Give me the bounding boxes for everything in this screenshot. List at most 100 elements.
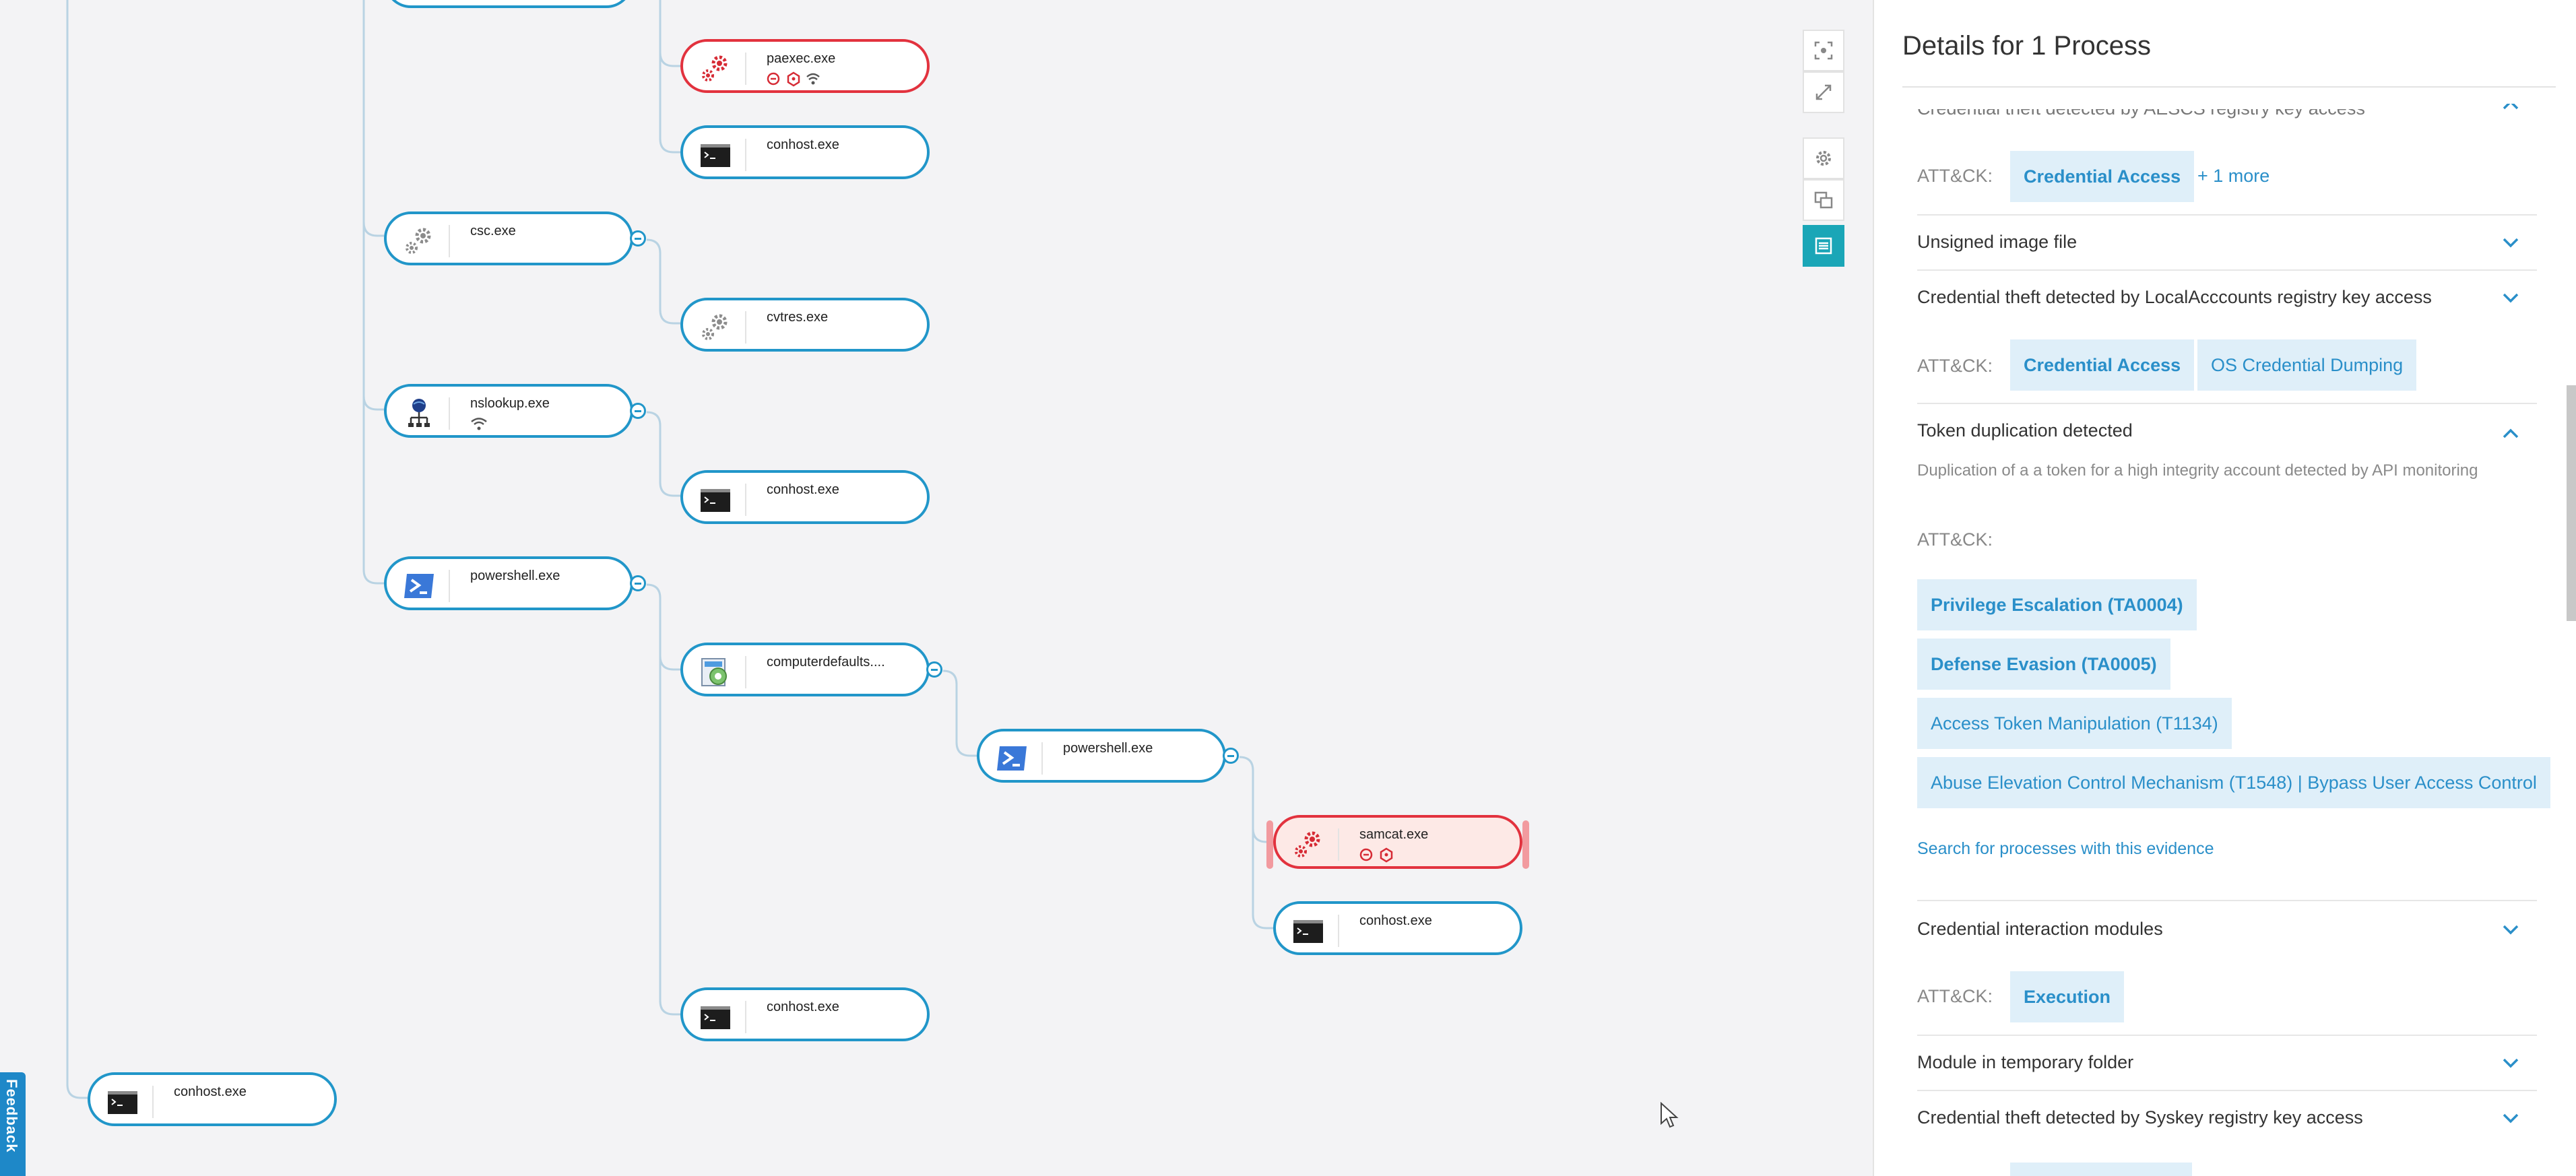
- process-name: powershell.exe: [1063, 741, 1153, 756]
- network-globe-icon: [408, 399, 430, 427]
- console-icon: [701, 1006, 730, 1029]
- node-separator: [1041, 742, 1043, 775]
- evidence-heading-cut[interactable]: Credential theft detected by AESCS regis…: [1917, 98, 2365, 119]
- process-node-conhost[interactable]: conhost.exe: [88, 1072, 337, 1126]
- chevron-down-icon[interactable]: [2501, 236, 2521, 249]
- attck-tag-partial: [2010, 1163, 2192, 1176]
- evidence-row-syskey[interactable]: Credential theft detected by Syskey regi…: [1917, 1107, 2363, 1128]
- process-tree-canvas[interactable]: paexec.exe conhost.exe csc.exe: [0, 0, 1873, 1176]
- node-separator: [152, 1086, 154, 1118]
- process-node-conhost[interactable]: conhost.exe: [680, 470, 930, 524]
- collapse-toggle-powershell[interactable]: [630, 575, 646, 591]
- details-panel-button[interactable]: [1803, 225, 1844, 267]
- process-node-conhost[interactable]: conhost.exe: [680, 125, 930, 179]
- collapse-toggle-computerdefaults[interactable]: [926, 661, 942, 678]
- process-name: paexec.exe: [767, 51, 836, 66]
- process-name: conhost.exe: [767, 137, 839, 152]
- focus-button[interactable]: [1803, 30, 1844, 71]
- divider: [1917, 1090, 2537, 1091]
- process-name: computerdefaults....: [767, 655, 885, 669]
- settings-button[interactable]: [1803, 137, 1844, 179]
- chevron-down-icon[interactable]: [2501, 1111, 2521, 1125]
- evidence-row-localaccounts[interactable]: Credential theft detected by LocalAcccou…: [1917, 287, 2432, 307]
- settings-icon: [1816, 151, 1831, 166]
- attck-tag[interactable]: Execution: [2010, 971, 2125, 1022]
- attck-tag[interactable]: Defense Evasion (TA0005): [1917, 639, 2170, 690]
- node-separator: [449, 397, 450, 430]
- node-separator: [1338, 828, 1339, 861]
- process-node-samcat[interactable]: samcat.exe: [1266, 815, 1529, 869]
- console-icon: [108, 1091, 137, 1114]
- layers-button[interactable]: [1803, 179, 1844, 221]
- process-node-computerdefaults[interactable]: computerdefaults....: [680, 643, 930, 696]
- collapse-toggle-csc[interactable]: [630, 230, 646, 247]
- chevron-up-icon[interactable]: [2501, 427, 2521, 440]
- gear-red-icon: [1295, 831, 1320, 857]
- attck-tag[interactable]: Credential Access: [2010, 339, 2195, 391]
- attck-label: ATT&CK:: [1917, 356, 1993, 376]
- process-name: samcat.exe: [1359, 827, 1429, 842]
- evidence-row-unsigned[interactable]: Unsigned image file: [1917, 232, 2078, 252]
- process-tree-links: [66, 0, 1273, 1099]
- chevron-down-icon[interactable]: [2501, 1056, 2521, 1070]
- panel-scrollbar[interactable]: [2567, 385, 2576, 621]
- attck-label: ATT&CK:: [1917, 986, 1993, 1006]
- node-separator: [745, 656, 746, 688]
- process-node-conhost[interactable]: conhost.exe: [680, 987, 930, 1041]
- evidence-row-tempfolder[interactable]: Module in temporary folder: [1917, 1052, 2134, 1072]
- chevron-up-icon[interactable]: [2501, 98, 2521, 112]
- divider: [1917, 403, 2537, 404]
- attck-tag[interactable]: OS Credential Dumping: [2197, 339, 2417, 391]
- attck-tag[interactable]: Privilege Escalation (TA0004): [1917, 579, 2197, 630]
- process-name: conhost.exe: [767, 1000, 839, 1014]
- process-name: conhost.exe: [767, 482, 839, 497]
- attck-tag[interactable]: Credential Access: [2010, 151, 2195, 202]
- selection-glow: [1522, 820, 1529, 869]
- evidence-row-modules[interactable]: Credential interaction modules: [1917, 919, 2163, 939]
- process-node-csc[interactable]: csc.exe: [384, 211, 633, 265]
- process-node-paexec[interactable]: paexec.exe: [680, 39, 930, 93]
- process-node-cvtres[interactable]: cvtres.exe: [680, 298, 930, 352]
- alert-badges: [1359, 847, 1393, 863]
- process-node-powershell[interactable]: powershell.exe: [384, 556, 633, 610]
- process-node-partial[interactable]: [384, 0, 633, 8]
- more-link[interactable]: + 1 more: [2197, 166, 2270, 186]
- attck-tag[interactable]: Access Token Manipulation (T1134): [1917, 698, 2232, 749]
- search-evidence-link[interactable]: Search for processes with this evidence: [1917, 839, 2214, 858]
- feedback-tab[interactable]: Feedback: [0, 1072, 26, 1176]
- process-node-nslookup[interactable]: nslookup.exe: [384, 384, 633, 438]
- details-list-icon: [1815, 237, 1832, 255]
- node-separator: [745, 139, 746, 171]
- collapse-toggle-powershell[interactable]: [1223, 748, 1239, 764]
- process-node-powershell[interactable]: powershell.exe: [977, 729, 1226, 783]
- powershell-icon: [997, 746, 1027, 771]
- process-name: cvtres.exe: [767, 310, 829, 325]
- console-icon: [1293, 920, 1323, 943]
- process-node-conhost[interactable]: conhost.exe: [1273, 901, 1522, 955]
- details-panel: Details for 1 Process Credential theft d…: [1873, 0, 2576, 1176]
- selection-glow: [1266, 820, 1273, 869]
- divider: [1917, 1035, 2537, 1036]
- process-name: conhost.exe: [174, 1084, 247, 1099]
- collapse-toggle-nslookup[interactable]: [630, 403, 646, 419]
- node-separator: [449, 570, 450, 602]
- attck-label: ATT&CK:: [1917, 529, 1993, 550]
- attck-tag[interactable]: Abuse Elevation Control Mechanism (T1548…: [1917, 757, 2550, 808]
- gear-icon: [406, 228, 431, 254]
- node-separator: [745, 311, 746, 344]
- feedback-label: Feedback: [3, 1079, 20, 1153]
- mouse-cursor-icon: [1661, 1102, 1679, 1128]
- process-name: nslookup.exe: [470, 396, 550, 411]
- chevron-down-icon[interactable]: [2501, 291, 2521, 304]
- expand-button[interactable]: [1803, 71, 1844, 113]
- node-separator: [745, 1001, 746, 1033]
- attck-label: ATT&CK:: [1917, 166, 1993, 186]
- defaults-app-icon: [701, 658, 727, 686]
- evidence-row-token[interactable]: Token duplication detected: [1917, 420, 2133, 440]
- chevron-down-icon[interactable]: [2501, 923, 2521, 936]
- process-name: conhost.exe: [1359, 913, 1432, 928]
- network-badge: [471, 418, 487, 430]
- node-separator: [449, 225, 450, 257]
- divider: [1917, 900, 2537, 901]
- evidence-description: Duplication of a a token for a high inte…: [1917, 461, 2478, 480]
